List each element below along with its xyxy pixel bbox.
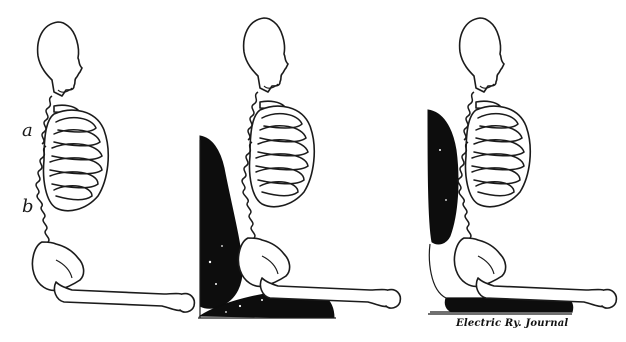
label-a: a — [22, 122, 33, 140]
skeleton-panel-2 — [198, 18, 400, 318]
skeleton-panel-1 — [32, 22, 194, 312]
label-b: b — [22, 198, 34, 216]
lumbar-pad — [428, 110, 458, 244]
source-credit: Electric Ry. Journal — [456, 318, 568, 329]
backrest-pad — [200, 136, 242, 308]
skeleton-panel-3 — [428, 18, 616, 314]
